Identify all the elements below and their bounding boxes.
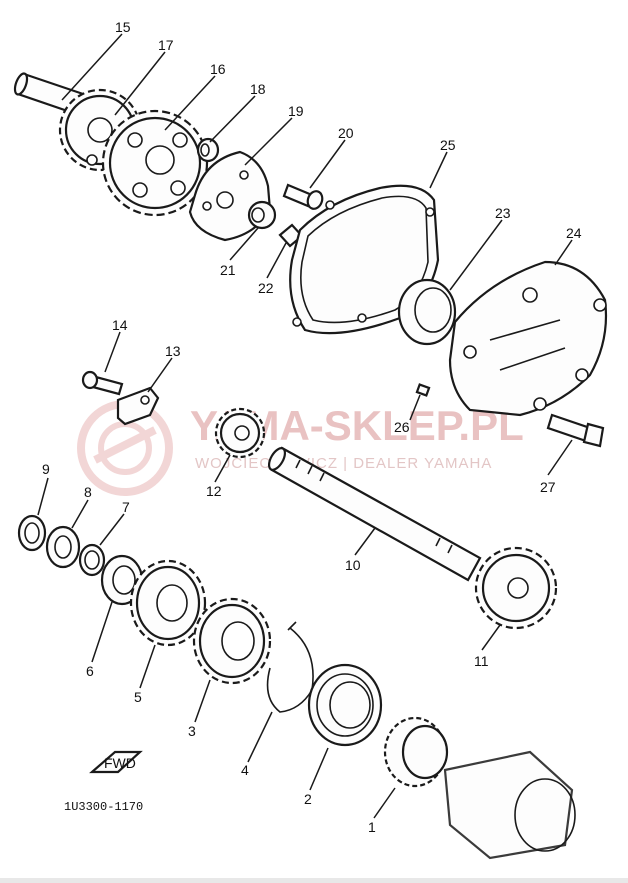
part-14-bolt <box>81 370 124 396</box>
part-5-gear <box>129 559 207 647</box>
part-number-labels: 15 17 16 18 19 20 25 23 24 21 22 14 13 2… <box>42 19 582 835</box>
part-27-bolt <box>546 413 605 448</box>
starter-motor <box>443 750 576 860</box>
label-18: 18 <box>250 81 266 97</box>
label-11: 11 <box>474 653 489 669</box>
bottom-edge-bar <box>0 878 628 883</box>
label-25: 25 <box>440 137 456 153</box>
label-26: 26 <box>394 419 410 435</box>
label-3: 3 <box>188 723 196 739</box>
label-2: 2 <box>304 791 312 807</box>
part-11-gear <box>474 546 558 630</box>
part-13-lock-plate <box>116 386 160 426</box>
label-5: 5 <box>134 689 142 705</box>
label-27: 27 <box>540 479 556 495</box>
label-10: 10 <box>345 557 361 573</box>
watermark-subtitle: WOJCIECHOWICZ | DEALER YAMAHA <box>195 455 492 472</box>
fwd-label: FWD <box>104 755 136 771</box>
label-12: 12 <box>206 483 222 499</box>
part-8-washer <box>45 525 81 569</box>
part-24-cover <box>448 260 608 417</box>
label-13: 13 <box>165 343 181 359</box>
label-21: 21 <box>220 262 236 278</box>
drawing-code: 1U3300-1170 <box>64 800 143 814</box>
part-21-collar <box>247 200 277 230</box>
part-20-bolt <box>282 183 324 210</box>
part-10-kick-axle <box>267 446 482 582</box>
label-6: 6 <box>86 663 94 679</box>
part-26-dowel-pin <box>415 383 431 397</box>
part-2-spring <box>307 663 383 747</box>
leader-lines <box>37 33 573 819</box>
label-24: 24 <box>566 225 582 241</box>
part-18-roller <box>196 137 220 163</box>
label-22: 22 <box>258 280 274 296</box>
fwd-arrow-icon: FWD <box>89 750 143 774</box>
part-3-gear <box>192 597 272 685</box>
label-17: 17 <box>158 37 174 53</box>
label-9: 9 <box>42 461 50 477</box>
part-23-oil-seal <box>397 278 457 346</box>
label-20: 20 <box>338 125 354 141</box>
label-19: 19 <box>288 103 304 119</box>
label-7: 7 <box>122 499 130 515</box>
part-9-circlip <box>17 514 47 552</box>
label-16: 16 <box>210 61 226 77</box>
part-16-gear <box>101 109 209 217</box>
part-12-gear <box>214 407 266 459</box>
label-23: 23 <box>495 205 511 221</box>
part-4-spring-clip <box>266 621 314 713</box>
part-7-circlip <box>78 543 106 577</box>
label-8: 8 <box>84 484 92 500</box>
label-4: 4 <box>241 762 249 778</box>
label-15: 15 <box>115 19 131 35</box>
label-1: 1 <box>368 819 376 835</box>
label-14: 14 <box>112 317 128 333</box>
part-1-pinion-gear <box>383 716 449 788</box>
